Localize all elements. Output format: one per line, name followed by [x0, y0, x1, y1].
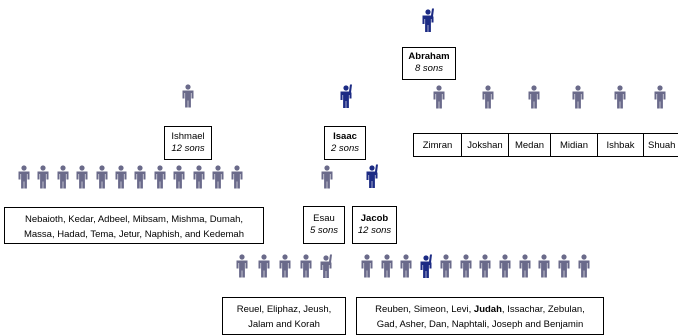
jacob-box: Jacob 12 sons — [352, 206, 397, 244]
person-raised-arm-icon — [338, 84, 354, 108]
person-icon — [526, 85, 542, 109]
person-icon — [277, 254, 293, 278]
isaac-sons-count: 2 sons — [331, 143, 359, 154]
person-icon — [229, 165, 245, 189]
person-icon — [359, 254, 375, 278]
jacob-sons-line2: Gad, Asher, Dan, Naphtali, Joseph and Be… — [376, 319, 584, 330]
esau-sons-line2: Jalam and Korah — [248, 319, 320, 330]
son-ishbak: Ishbak — [598, 134, 644, 156]
ishmael-box: Ishmael 12 sons — [164, 126, 212, 160]
person-icon — [180, 84, 196, 108]
person-icon — [458, 254, 474, 278]
person-icon — [517, 254, 533, 278]
son-jokshan: Jokshan — [462, 134, 509, 156]
person-icon — [576, 254, 592, 278]
person-icon — [379, 254, 395, 278]
jacob-sons-count: 12 sons — [357, 225, 392, 236]
son-medan: Medan — [509, 134, 551, 156]
person-icon — [132, 165, 148, 189]
ishmael-name: Ishmael — [171, 131, 205, 142]
person-icon — [438, 254, 454, 278]
son-shuah: Shuah — [648, 139, 676, 151]
esau-sons-line1: Reuel, Eliphaz, Jeush, — [236, 304, 332, 315]
person-icon — [497, 254, 513, 278]
person-icon — [113, 165, 129, 189]
person-icon — [171, 165, 187, 189]
jacob-sons-line1-pre: Reuben, Simeon, Levi, — [375, 304, 474, 315]
person-icon — [191, 165, 207, 189]
person-icon — [55, 165, 71, 189]
person-icon — [234, 254, 250, 278]
person-raised-arm-icon — [364, 164, 380, 188]
person-icon — [298, 254, 314, 278]
person-icon — [477, 254, 493, 278]
ishmael-sons-line2: Massa, Hadad, Tema, Jetur, Naphish, and … — [23, 229, 245, 240]
person-icon — [319, 165, 335, 189]
keturah-sons-row: Zimran Jokshan Medan Midian Ishbak Shuah — [413, 133, 678, 157]
jacob-sons-line1: Reuben, Simeon, Levi, Judah, Issachar, Z… — [357, 302, 603, 317]
person-icon — [652, 85, 668, 109]
person-icon — [612, 85, 628, 109]
ishmael-sons-count: 12 sons — [171, 143, 205, 154]
person-icon — [431, 85, 447, 109]
esau-sons-list: Reuel, Eliphaz, Jeush, Jalam and Korah — [222, 297, 346, 335]
isaac-name: Isaac — [333, 131, 357, 142]
person-raised-arm-icon — [418, 254, 434, 278]
person-icon — [480, 85, 496, 109]
esau-sons-count: 5 sons — [310, 225, 338, 236]
isaac-box: Isaac 2 sons — [324, 126, 366, 160]
abraham-sons-count: 8 sons — [415, 63, 443, 74]
jacob-sons-judah: Judah — [473, 304, 502, 315]
person-icon — [74, 165, 90, 189]
person-icon — [16, 165, 32, 189]
son-midian: Midian — [551, 134, 598, 156]
jacob-sons-line1-post: , Issachar, Zebulan, — [501, 304, 585, 315]
esau-box: Esau 5 sons — [303, 206, 345, 244]
person-icon — [398, 254, 414, 278]
person-icon — [570, 85, 586, 109]
son-zimran: Zimran — [414, 134, 462, 156]
jacob-name: Jacob — [360, 213, 389, 224]
ishmael-sons-list: Nebaioth, Kedar, Adbeel, Mibsam, Mishma,… — [4, 207, 264, 244]
jacob-sons-list: Reuben, Simeon, Levi, Judah, Issachar, Z… — [356, 297, 604, 335]
person-raised-arm-icon — [420, 8, 436, 32]
abraham-name: Abraham — [408, 51, 450, 62]
abraham-box: Abraham 8 sons — [402, 47, 456, 80]
person-icon — [556, 254, 572, 278]
esau-name: Esau — [313, 213, 335, 224]
ishmael-sons-line1: Nebaioth, Kedar, Adbeel, Mibsam, Mishma,… — [24, 214, 244, 225]
person-icon — [35, 165, 51, 189]
person-icon — [210, 165, 226, 189]
person-raised-arm-icon — [318, 254, 334, 278]
person-icon — [536, 254, 552, 278]
person-icon — [152, 165, 168, 189]
person-icon — [256, 254, 272, 278]
person-icon — [94, 165, 110, 189]
